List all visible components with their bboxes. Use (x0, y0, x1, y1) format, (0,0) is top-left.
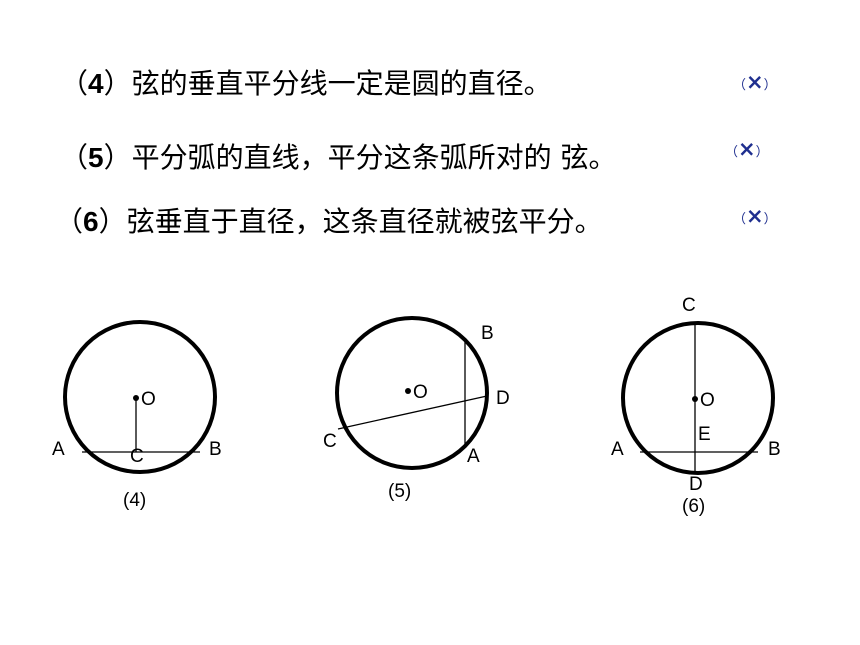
statement-5: （5）平分弧的直线，平分这条弧所对的 弦。 (60, 136, 617, 176)
figure-5-label-a: A (467, 446, 480, 467)
answer-open: （ (733, 212, 747, 227)
answer-open: （ (733, 78, 747, 93)
figure-5-label-c: C (323, 431, 337, 452)
figure-5-label-b: B (481, 323, 494, 344)
figure-6-label-a: A (611, 439, 624, 460)
figure-4-center-point (133, 395, 139, 401)
figure-5-line-cd (337, 395, 488, 430)
statement-6: （6）弦垂直于直径，这条直径就被弦平分。 (55, 200, 603, 240)
figure-6-label-d: D (689, 474, 703, 495)
answer-close: ） (763, 78, 777, 93)
statement-6-text: 弦垂直于直径，这条直径就被弦平分。 (126, 205, 603, 238)
statement-6-open: （ (55, 205, 84, 238)
figure-6-label-c: C (682, 295, 696, 316)
statement-4-close: ） (103, 67, 132, 100)
statement-4: （4）弦的垂直平分线一定是圆的直径。 (60, 62, 552, 102)
statement-5-open: （ (60, 141, 89, 174)
figure-6-center-point (692, 396, 698, 402)
figure-4-label-o: O (141, 389, 156, 410)
figure-4-circle (63, 320, 217, 474)
statement-6-number: 6 (83, 206, 99, 237)
figure-6-label-o: O (700, 390, 715, 411)
statement-5-text: 平分弧的直线，平分这条弧所对的 弦。 (131, 141, 617, 174)
statement-6-answer: （×） (733, 204, 777, 228)
figure-4-caption: (4) (123, 490, 146, 511)
statement-4-answer: （×） (733, 70, 777, 94)
figure-5-circle (335, 316, 489, 470)
figure-5-label-o: O (413, 382, 428, 403)
figure-4-label-c: C (130, 446, 144, 467)
statement-5-number: 5 (88, 142, 104, 173)
figure-5-caption: (5) (388, 481, 411, 502)
cross-mark-icon: × (746, 70, 764, 94)
figure-6-circle (621, 321, 775, 475)
answer-open: （ (725, 145, 739, 160)
statement-4-open: （ (60, 67, 89, 100)
answer-close: ） (763, 212, 777, 227)
figure-6-label-b: B (768, 439, 781, 460)
figure-6-caption: (6) (682, 496, 705, 517)
figure-4-label-a: A (52, 439, 65, 460)
cross-mark-icon: × (738, 137, 756, 161)
statement-5-close: ） (103, 141, 132, 174)
answer-close: ） (755, 145, 769, 160)
statement-6-close: ） (98, 205, 127, 238)
cross-mark-icon: × (746, 204, 764, 228)
figure-6: O C E A B D (6) (611, 295, 781, 517)
statement-5-answer: （×） (725, 137, 769, 161)
figure-5-label-d: D (496, 388, 510, 409)
figure-5: O B D C A (5) (323, 316, 510, 502)
figure-4: O A B C (4) (52, 320, 222, 511)
figure-5-center-point (405, 388, 411, 394)
statement-4-text: 弦的垂直平分线一定是圆的直径。 (131, 67, 552, 100)
figure-6-label-e: E (698, 424, 711, 445)
figure-4-label-b: B (209, 439, 222, 460)
statement-4-number: 4 (88, 68, 104, 99)
